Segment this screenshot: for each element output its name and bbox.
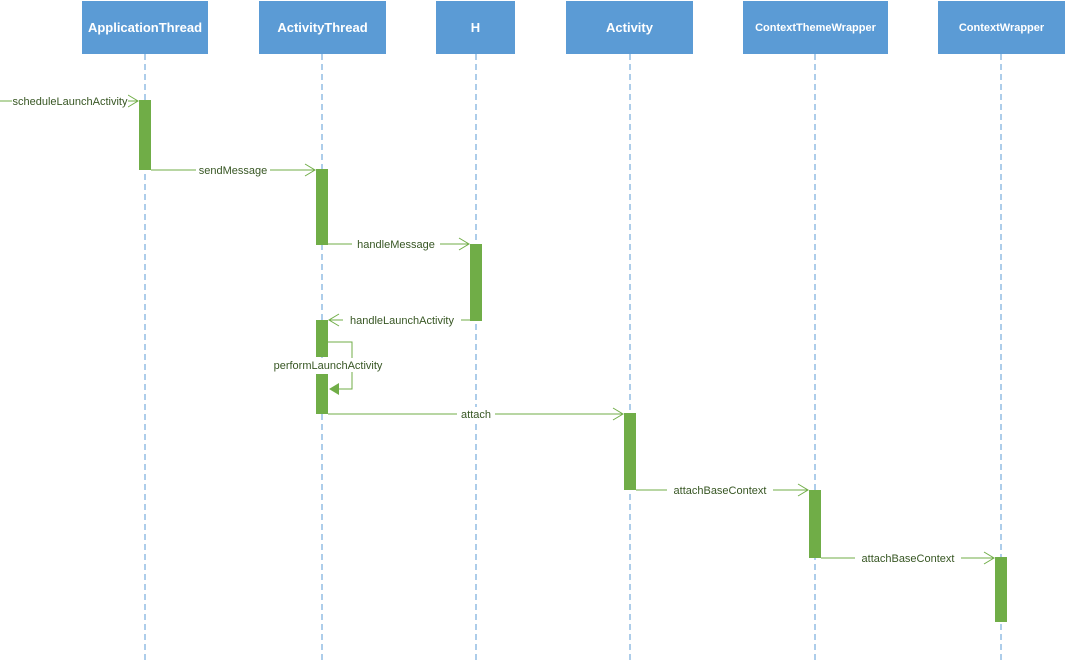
lifeline-header-activity: Activity	[566, 1, 693, 54]
activation-activity-thread-1	[316, 169, 328, 245]
message-labels: scheduleLaunchActivity sendMessage handl…	[12, 94, 961, 565]
activation-activity-thread-2	[316, 320, 328, 357]
activation-application-thread	[139, 100, 151, 170]
label-perform-launch-activity: performLaunchActivity	[274, 360, 383, 372]
label-schedule-launch-activity: scheduleLaunchActivity	[13, 96, 128, 108]
activation-h	[470, 244, 482, 321]
lifeline-header-context-theme-wrapper: ContextThemeWrapper	[743, 1, 888, 54]
label-attach-base-context-1: attachBaseContext	[674, 485, 767, 497]
activation-activity	[624, 413, 636, 490]
label-attach: attach	[461, 409, 491, 421]
lifeline-header-h: H	[436, 1, 515, 54]
label-handle-launch-activity: handleLaunchActivity	[350, 315, 454, 327]
label-send-message: sendMessage	[199, 165, 268, 177]
activation-context-wrapper	[995, 557, 1007, 622]
label-attach-base-context-2: attachBaseContext	[862, 553, 955, 565]
label-handle-message: handleMessage	[357, 239, 435, 251]
activation-context-theme-wrapper	[809, 490, 821, 558]
lifeline-header-context-wrapper: ContextWrapper	[938, 1, 1065, 54]
lifeline-header-application-thread: ApplicationThread	[82, 1, 208, 54]
activation-activity-thread-3	[316, 374, 328, 414]
lifelines	[144, 54, 1002, 661]
self-call-arrowhead	[329, 383, 339, 395]
activation-bars	[139, 100, 1007, 622]
lifeline-header-activity-thread: ActivityThread	[259, 1, 386, 54]
